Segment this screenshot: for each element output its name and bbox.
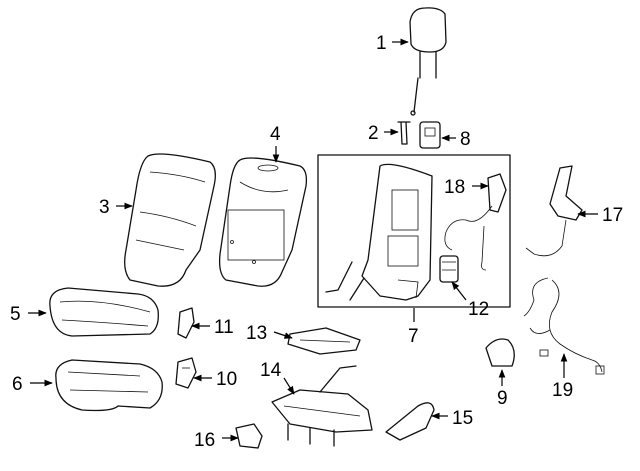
side-bracket — [525, 165, 583, 257]
callout-19: 19 — [552, 380, 573, 401]
callout-6: 6 — [12, 374, 23, 395]
recliner-mechanism — [444, 173, 507, 271]
callout-5: 5 — [10, 304, 21, 325]
seat-back-pad — [218, 157, 308, 287]
leader-lines — [28, 38, 598, 442]
callout-8: 8 — [460, 129, 471, 150]
seat-frame — [271, 365, 373, 447]
callout-10: 10 — [216, 369, 237, 390]
callout-16: 16 — [194, 430, 215, 451]
seat-back-cover — [124, 153, 216, 287]
hinge-cover — [485, 338, 515, 367]
callout-14: 14 — [260, 360, 282, 381]
callout-9: 9 — [497, 388, 508, 409]
seat-back-frame-box — [317, 154, 511, 308]
callout-11: 11 — [214, 317, 234, 338]
wire-harness — [523, 277, 605, 375]
leader-12 — [451, 281, 467, 301]
seat-back-frame — [325, 163, 433, 301]
callout-2: 2 — [368, 123, 379, 144]
leader-13 — [273, 331, 293, 339]
callout-18: 18 — [444, 177, 465, 198]
callout-17: 17 — [602, 205, 623, 226]
callout-4: 4 — [270, 124, 281, 145]
recliner-motor — [439, 255, 459, 283]
small-bracket-11 — [177, 307, 195, 339]
callout-7: 7 — [408, 326, 419, 347]
small-bracket-10 — [175, 357, 197, 389]
guide-cap — [419, 121, 441, 149]
foot-cover — [235, 423, 263, 449]
callout-15: 15 — [452, 408, 473, 429]
support-plate — [287, 327, 361, 355]
seat-cushion-pad — [55, 359, 163, 412]
callout-labels: 1 2 3 4 5 6 7 8 9 10 11 12 13 14 15 16 1… — [10, 33, 623, 451]
callout-1: 1 — [376, 33, 387, 54]
leader-14 — [283, 377, 295, 395]
callout-3: 3 — [99, 197, 110, 218]
side-trim-panel — [385, 402, 435, 441]
callout-12: 12 — [468, 299, 489, 320]
headrest-guide — [397, 121, 411, 145]
callout-13: 13 — [246, 323, 267, 344]
headrest — [409, 7, 447, 116]
seat-cushion-cover — [49, 287, 159, 337]
